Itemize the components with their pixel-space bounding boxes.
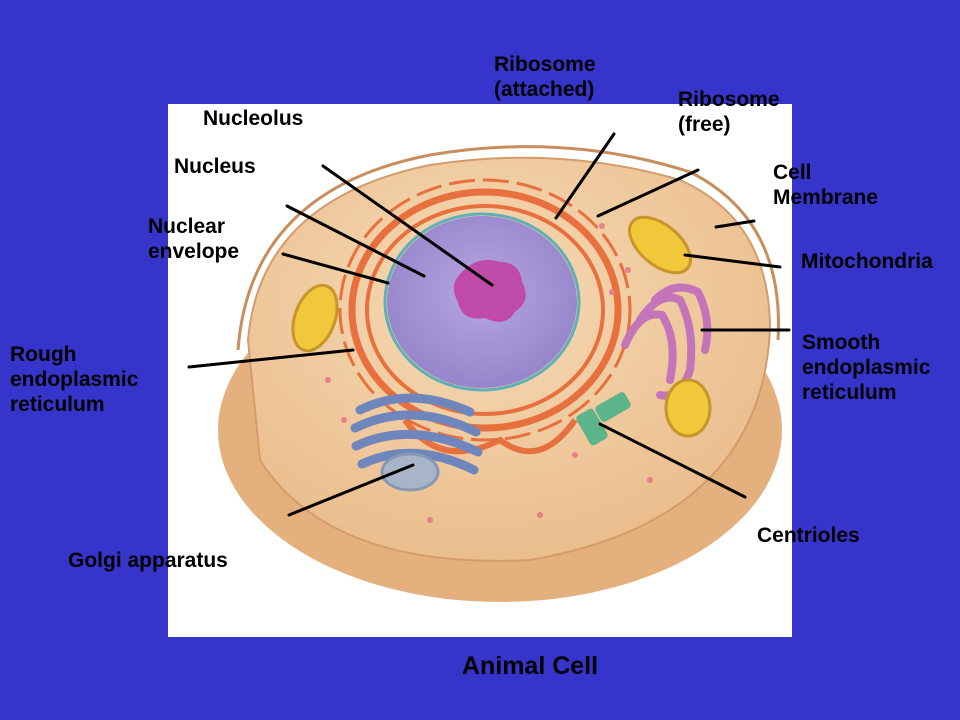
diagram-caption: Animal Cell: [461, 652, 599, 680]
rough-endoplasmic-reticulum: [338, 178, 632, 455]
nuclear-envelope: [383, 212, 581, 392]
label-rough-er: Rough endoplasmic reticulum: [10, 343, 139, 416]
label-golgi-apparatus: Golgi apparatus: [68, 549, 228, 572]
cell-membrane: [236, 145, 780, 351]
leader-lines: [187, 132, 791, 517]
golgi-apparatus: [350, 393, 483, 492]
label-cell-membrane: Cell Membrane: [773, 161, 879, 209]
mitochondria: [291, 215, 712, 438]
label-nucleolus: Nucleolus: [203, 107, 304, 130]
label-nucleus: Nucleus: [174, 155, 256, 178]
centrioles: [576, 392, 631, 446]
nucleolus: [453, 259, 526, 322]
label-centrioles: Centrioles: [757, 524, 860, 547]
label-ribosome-free: Ribosome (free): [678, 88, 780, 136]
ribosomes: [325, 223, 653, 523]
label-mitochondria: Mitochondria: [801, 250, 933, 273]
label-nuclear-envelope: Nuclear envelope: [148, 215, 240, 263]
label-smooth-er: Smooth endoplasmic reticulum: [802, 331, 931, 404]
nucleus: [383, 212, 581, 392]
label-ribosome-attached: Ribosome (attached): [494, 53, 596, 101]
